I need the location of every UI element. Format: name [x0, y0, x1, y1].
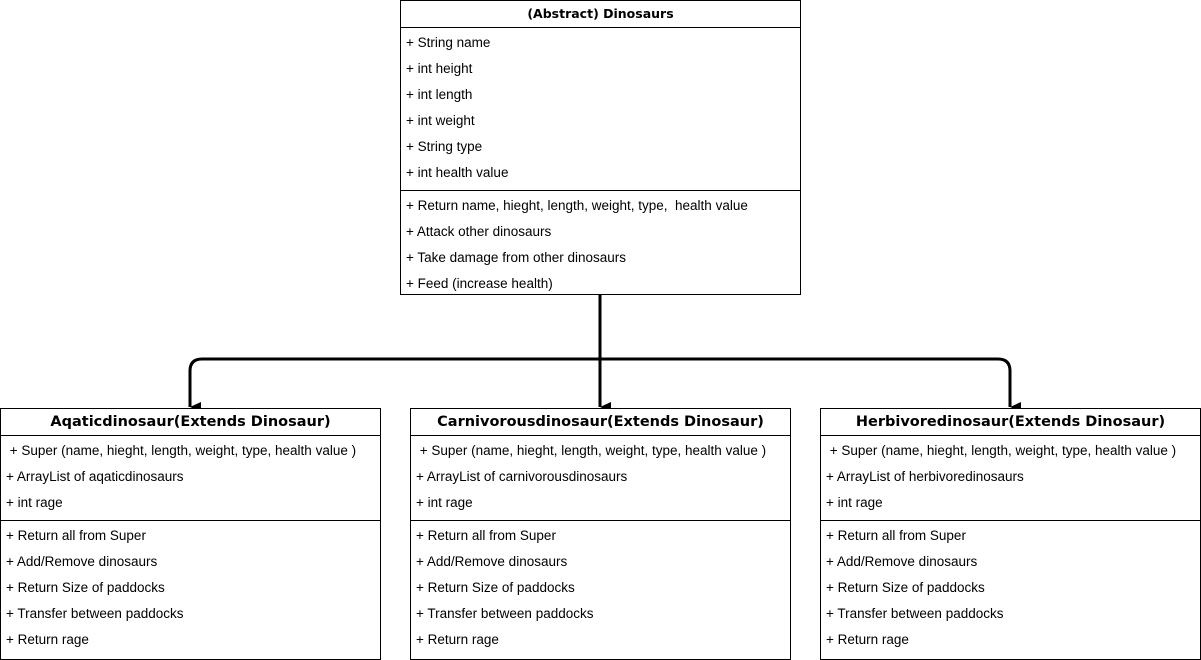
- attribute-row: + ArrayList of aqaticdinosaurs: [6, 469, 184, 484]
- class-carnivorous-dinosaur[interactable]: Carnivorousdinosaur(Extends Dinosaur) + …: [410, 408, 791, 660]
- class-aquatic-dinosaur[interactable]: Aqaticdinosaur(Extends Dinosaur) + Super…: [0, 408, 381, 660]
- attribute-row: + ArrayList of carnivorousdinosaurs: [416, 469, 628, 484]
- method-row: + Transfer between paddocks: [826, 606, 1004, 621]
- method-row: + Return all from Super: [826, 528, 966, 543]
- method-row: + Add/Remove dinosaurs: [416, 554, 568, 569]
- attribute-row: + int rage: [416, 495, 473, 510]
- attribute-row: + int rage: [826, 495, 883, 510]
- arrow-to-herbivore: [600, 357, 1021, 412]
- method-row: + Add/Remove dinosaurs: [6, 554, 158, 569]
- method-row: + Attack other dinosaurs: [406, 224, 552, 239]
- attribute-row: + int height: [406, 61, 473, 76]
- method-row: + Return rage: [416, 632, 499, 647]
- class-title: Herbivoredinosaur(Extends Dinosaur): [821, 409, 1200, 436]
- arrow-to-aquatic: [188, 357, 600, 412]
- methods-section: + Return all from Super + Add/Remove din…: [1, 520, 380, 657]
- methods-section: + Return all from Super + Add/Remove din…: [821, 520, 1200, 657]
- method-row: + Return rage: [6, 632, 89, 647]
- method-row: + Return name, hieght, length, weight, t…: [406, 198, 748, 213]
- method-row: + Return Size of paddocks: [826, 580, 985, 595]
- method-row: + Return rage: [826, 632, 909, 647]
- attribute-row: + Super (name, hieght, length, weight, t…: [6, 443, 357, 458]
- method-row: + Return Size of paddocks: [6, 580, 165, 595]
- method-row: + Transfer between paddocks: [416, 606, 594, 621]
- method-row: + Return all from Super: [6, 528, 146, 543]
- attributes-section: + Super (name, hieght, length, weight, t…: [1, 436, 380, 520]
- class-title: Aqaticdinosaur(Extends Dinosaur): [1, 409, 380, 436]
- method-row: + Return all from Super: [416, 528, 556, 543]
- class-dinosaurs[interactable]: (Abstract) Dinosaurs + String name + int…: [400, 0, 801, 295]
- attribute-row: + String name: [406, 35, 491, 50]
- class-title: Carnivorousdinosaur(Extends Dinosaur): [411, 409, 790, 436]
- attribute-row: + Super (name, hieght, length, weight, t…: [826, 443, 1177, 458]
- attributes-section: + Super (name, hieght, length, weight, t…: [821, 436, 1200, 520]
- method-row: + Return Size of paddocks: [416, 580, 575, 595]
- attribute-row: + ArrayList of herbivoredinosaurs: [826, 469, 1024, 484]
- method-row: + Transfer between paddocks: [6, 606, 184, 621]
- methods-section: + Return all from Super + Add/Remove din…: [411, 520, 790, 657]
- attribute-row: + int health value: [406, 165, 509, 180]
- attributes-section: + String name + int height + int length …: [401, 28, 800, 190]
- class-herbivore-dinosaur[interactable]: Herbivoredinosaur(Extends Dinosaur) + Su…: [820, 408, 1201, 660]
- methods-section: + Return name, hieght, length, weight, t…: [401, 190, 800, 301]
- class-title: (Abstract) Dinosaurs: [401, 1, 800, 28]
- attribute-row: + Super (name, hieght, length, weight, t…: [416, 443, 767, 458]
- method-row: + Feed (increase health): [406, 276, 553, 291]
- attribute-row: + int rage: [6, 495, 63, 510]
- attributes-section: + Super (name, hieght, length, weight, t…: [411, 436, 790, 520]
- method-row: + Add/Remove dinosaurs: [826, 554, 978, 569]
- attribute-row: + int weight: [406, 113, 475, 128]
- attribute-row: + String type: [406, 139, 483, 154]
- attribute-row: + int length: [406, 87, 473, 102]
- method-row: + Take damage from other dinosaurs: [406, 250, 627, 265]
